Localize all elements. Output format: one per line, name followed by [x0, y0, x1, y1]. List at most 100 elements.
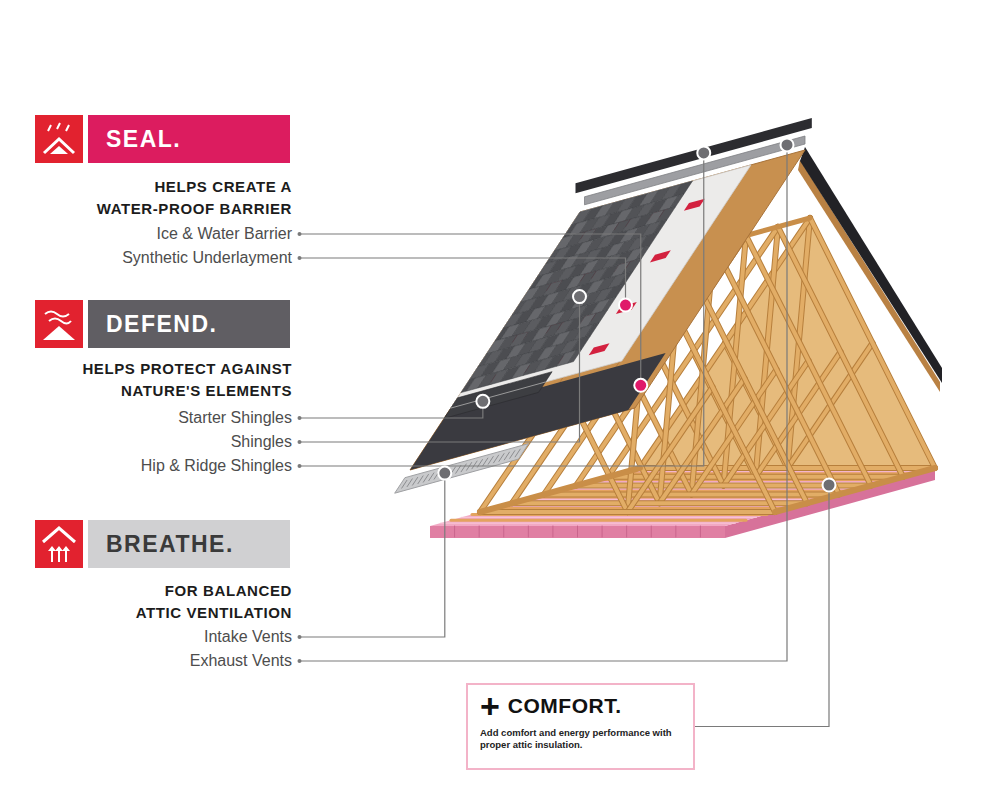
truss-member: [628, 387, 713, 512]
underlayment-print: [589, 343, 610, 355]
batt-groove: [675, 526, 676, 537]
truss-member: [810, 218, 935, 468]
truss-member: [480, 510, 775, 514]
section-subheading: FOR BALANCED ATTIC VENTILATION: [124, 580, 292, 624]
vent-slot: [510, 451, 515, 459]
section-icon: [44, 123, 74, 154]
vent-slot: [418, 476, 423, 484]
leader-line: [298, 480, 445, 637]
top-plate: [775, 468, 935, 512]
comfort-box: + COMFORT. Add comfort and energy performa…: [466, 683, 695, 770]
callout-dot: [619, 299, 632, 312]
rain-icon: [48, 123, 69, 131]
ridge-cap-shingles: [576, 118, 812, 193]
roof-icon: [43, 326, 75, 340]
roof-icon: [50, 146, 68, 154]
vent-slot: [407, 479, 412, 487]
callout-dot: [476, 395, 489, 408]
leader-line: [298, 152, 787, 661]
part-label: Exhaust Vents: [190, 651, 292, 671]
shingle-tab: [602, 297, 616, 312]
leader-line: [298, 160, 704, 466]
callout-dot: [697, 146, 710, 159]
band-title: BREATHE.: [106, 530, 234, 558]
batt-groove: [462, 517, 757, 518]
truss-member: [746, 236, 871, 486]
section-icon: [43, 312, 75, 341]
leader-start-dot: [298, 659, 302, 663]
ridge-vent: [585, 136, 806, 205]
part-label: Starter Shingles: [178, 408, 292, 428]
intake-vent: [395, 444, 529, 494]
section-subheading: HELPS PROTECT AGAINST NATURE'S ELEMENTS: [52, 358, 292, 402]
back-roof-shingles: [800, 147, 942, 383]
leader-start-dot: [298, 635, 302, 639]
comfort-note: Add comfort and energy performance with …: [480, 727, 680, 751]
truss-member: [714, 244, 839, 494]
truss-member: [512, 501, 807, 505]
part-label: Shingles: [231, 432, 292, 452]
vent-slot: [423, 474, 428, 482]
underlayment-print: [684, 199, 705, 211]
vent-slot: [494, 455, 499, 463]
vent-slot: [456, 465, 461, 473]
part-label: Ice & Water Barrier: [157, 224, 292, 244]
truss-member: [778, 227, 903, 477]
truss-member: [660, 378, 745, 503]
leader-start-dot: [298, 440, 302, 444]
airflow-icon: [52, 550, 66, 562]
vent-slot: [483, 458, 488, 466]
vent-slot: [402, 480, 407, 488]
leader-line: [298, 234, 641, 378]
callout-dot: [573, 290, 586, 303]
truss-member: [746, 236, 871, 486]
vent-slot: [515, 449, 520, 457]
leader-start-dot: [298, 256, 302, 260]
part-label: Synthetic Underlayment: [122, 248, 292, 268]
truss-member: [544, 492, 839, 496]
vent-slot: [504, 452, 509, 460]
shingle-tab: [670, 194, 684, 209]
roof-cutaway: [395, 118, 942, 538]
comfort-title: COMFORT.: [508, 691, 622, 721]
batt-groove: [479, 526, 480, 537]
leader-line: [695, 492, 829, 727]
section-icon-tile: [35, 300, 83, 348]
leader-start-dot: [298, 232, 302, 236]
seal-band: SEAL.: [88, 115, 290, 163]
truss-member: [660, 378, 745, 503]
shingle-tab: [636, 246, 650, 260]
batt-groove: [626, 526, 627, 537]
leader-line: [298, 304, 580, 442]
callout-dot: [823, 479, 836, 492]
leader-line: [298, 408, 483, 418]
batt-groove: [700, 526, 701, 537]
vent-slot: [413, 477, 418, 485]
starter-adhesive: [451, 382, 546, 408]
truss-member: [810, 218, 935, 468]
top-plate: [480, 468, 640, 512]
ice-water-barrier: [410, 353, 666, 470]
section-icon: [43, 528, 75, 562]
vent-slot: [488, 457, 493, 465]
shingle-tab: [653, 220, 667, 235]
defend-band: DEFEND.: [88, 300, 290, 348]
synthetic-underlayment: [451, 165, 751, 408]
plus-sign: +: [480, 691, 500, 721]
callout-dot: [438, 467, 451, 480]
part-label: Hip & Ridge Shingles: [141, 456, 292, 476]
batt-groove: [441, 523, 736, 524]
airflow-icon: [48, 546, 70, 551]
band-title: DEFEND.: [106, 310, 217, 338]
roof-icon: [43, 528, 75, 542]
breathe-band: BREATHE.: [88, 520, 290, 568]
leader-start-dot: [298, 464, 302, 468]
truss-member: [628, 387, 713, 512]
ceiling-joist: [451, 519, 746, 522]
truss-member: [512, 500, 807, 506]
wind-icon: [45, 312, 71, 324]
batt-groove: [651, 526, 652, 537]
truss-member: [714, 244, 839, 494]
back-roof-deck: [798, 160, 940, 392]
part-label: Intake Vents: [204, 627, 292, 647]
